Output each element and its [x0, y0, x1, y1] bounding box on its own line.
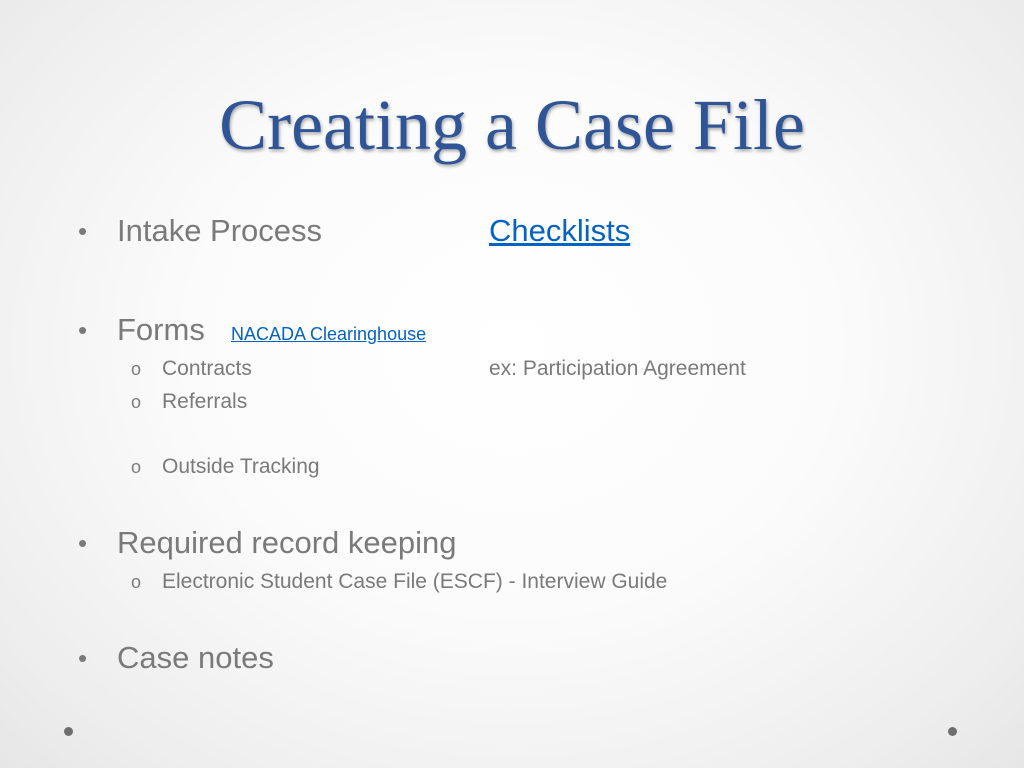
- subitem-contracts-example: ex: Participation Agreement: [489, 357, 746, 380]
- subitem-contracts: Contracts: [162, 357, 252, 380]
- sub-bullet-marker: o: [131, 457, 142, 477]
- bullet-marker: •: [78, 216, 88, 246]
- subitem-escf-interview-guide: Electronic Student Case File (ESCF) - In…: [162, 570, 668, 593]
- corner-dot-left: [64, 727, 73, 736]
- checklists-link[interactable]: Checklists: [489, 213, 631, 248]
- sub-bullet-marker: o: [131, 392, 142, 412]
- bullet-intake-process: Intake Process: [117, 213, 323, 248]
- corner-dot-right: [948, 727, 957, 736]
- bullet-marker: •: [78, 643, 88, 673]
- bullet-case-notes: Case notes: [117, 640, 274, 675]
- sub-bullet-marker: o: [131, 359, 142, 379]
- bullet-marker: •: [78, 315, 88, 345]
- subitem-referrals: Referrals: [162, 390, 248, 413]
- sub-bullet-marker: o: [131, 572, 142, 592]
- nacada-clearinghouse-link[interactable]: NACADA Clearinghouse: [231, 324, 427, 344]
- subitem-outside-tracking: Outside Tracking: [162, 455, 320, 478]
- bullet-forms: Forms: [117, 312, 205, 347]
- bullet-marker: •: [78, 528, 88, 558]
- slide-title: Creating a Case File: [219, 85, 805, 165]
- bullet-required-record-keeping: Required record keeping: [117, 525, 457, 560]
